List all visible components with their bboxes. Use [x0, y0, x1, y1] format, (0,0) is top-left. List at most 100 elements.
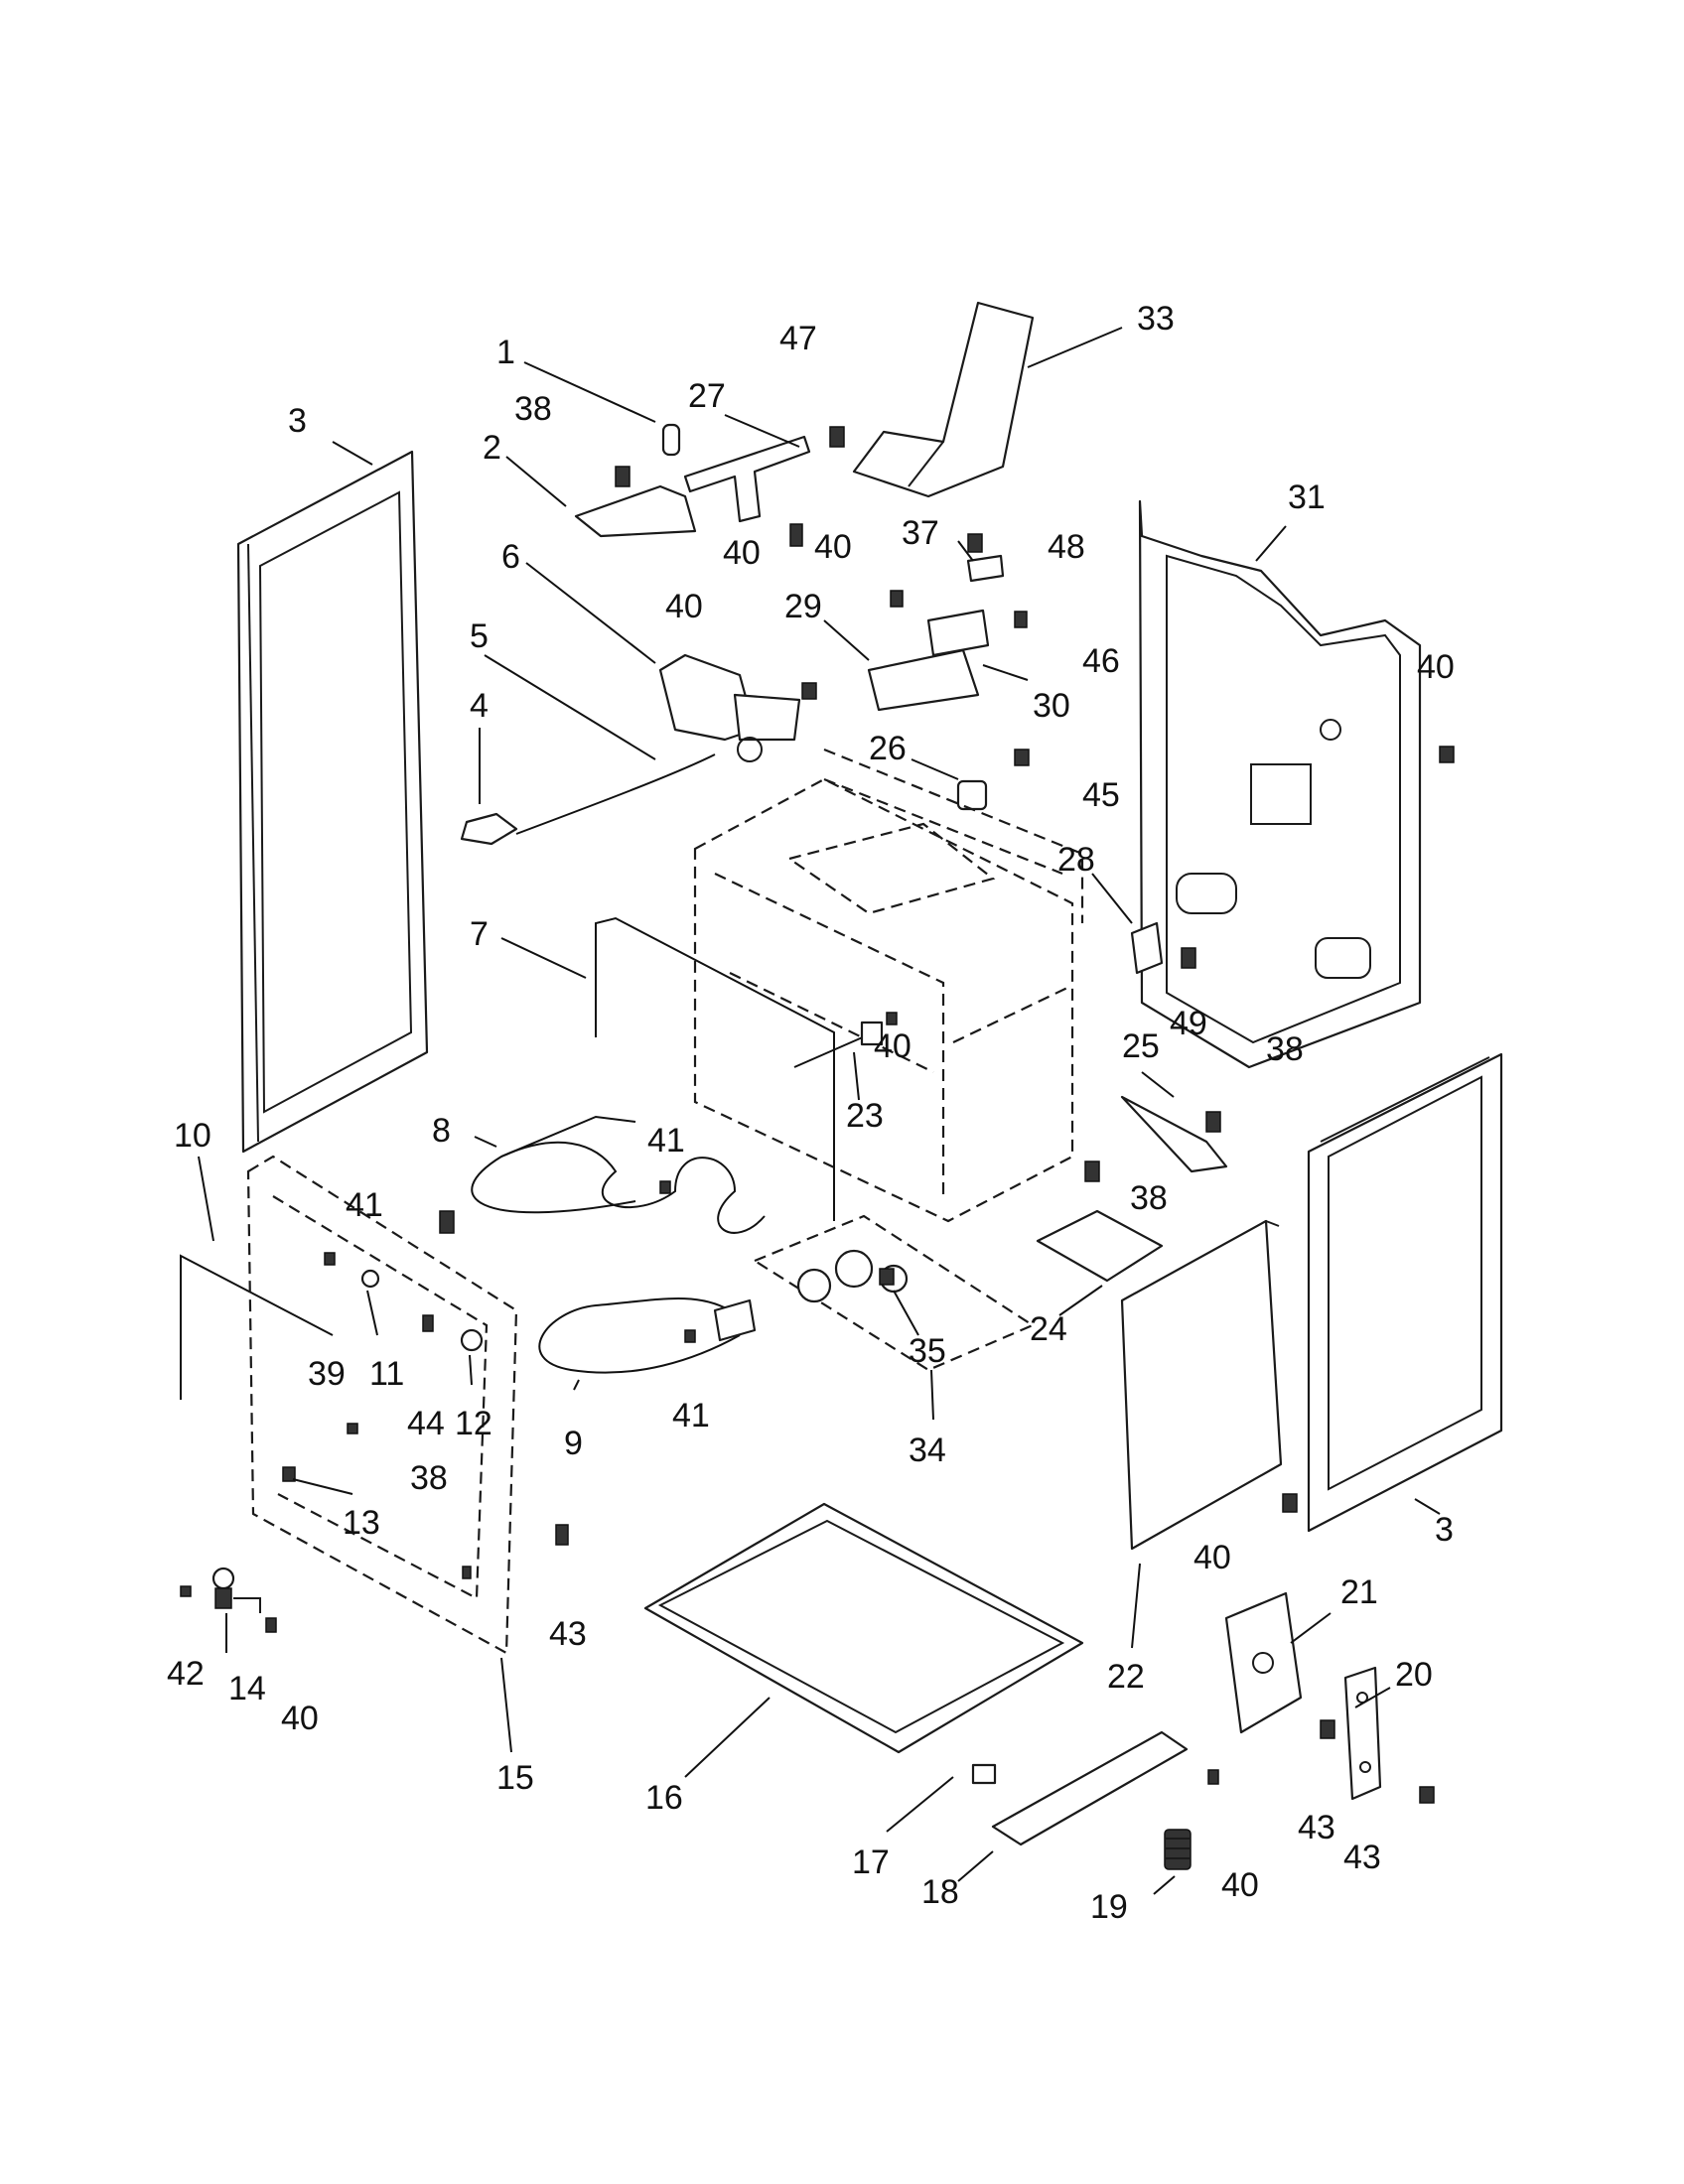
callout-17: 17 — [852, 1843, 890, 1881]
callout-43-c: 43 — [1343, 1839, 1381, 1876]
clip-4 — [460, 812, 518, 846]
callout-13: 13 — [343, 1504, 380, 1542]
callout-3-left: 3 — [288, 402, 307, 440]
plate-24 — [1036, 1209, 1164, 1283]
bracket-21 — [1224, 1591, 1303, 1734]
callout-38-mid: 38 — [1130, 1179, 1168, 1217]
callout-4: 4 — [470, 687, 489, 725]
bracket-26 — [956, 779, 988, 811]
oven-cavity — [693, 748, 1084, 1223]
callout-44: 44 — [407, 1405, 445, 1442]
callout-30: 30 — [1033, 687, 1070, 725]
thermostat — [658, 653, 801, 762]
callout-42: 42 — [167, 1655, 205, 1693]
callout-25: 25 — [1122, 1027, 1160, 1065]
callout-40-e: 40 — [874, 1027, 912, 1065]
clip-37 — [966, 554, 1005, 583]
clip-28 — [1130, 921, 1164, 975]
callout-21: 21 — [1340, 1573, 1378, 1611]
callout-38-top: 38 — [514, 390, 552, 428]
callout-24: 24 — [1030, 1310, 1067, 1348]
callout-5: 5 — [470, 617, 489, 655]
door-seal-wire — [180, 1254, 334, 1400]
drawer-rail — [991, 1730, 1189, 1846]
callout-40-c: 40 — [665, 588, 703, 625]
leader-lines — [198, 327, 1441, 1895]
pin-1 — [661, 423, 681, 457]
callout-40-d: 40 — [1417, 648, 1455, 686]
callout-15: 15 — [496, 1759, 534, 1797]
callout-38-right: 38 — [1266, 1030, 1304, 1068]
right-side-panel — [1307, 1052, 1503, 1533]
rear-panel — [1138, 499, 1422, 1069]
callout-43-a: 43 — [549, 1615, 587, 1653]
callout-31: 31 — [1288, 478, 1326, 516]
broil-element-frame — [595, 916, 835, 1221]
callout-41-a: 41 — [647, 1122, 685, 1160]
callout-45: 45 — [1082, 776, 1120, 814]
left-side-panel — [236, 450, 429, 1154]
bake-element — [471, 1115, 766, 1234]
bracket-29 — [867, 648, 980, 712]
callout-49: 49 — [1170, 1005, 1207, 1042]
screw-set — [180, 426, 1455, 1804]
callout-12: 12 — [455, 1405, 492, 1442]
drawer-pan — [643, 1502, 1084, 1754]
callout-2: 2 — [483, 429, 501, 467]
clip-17 — [971, 1763, 997, 1785]
callout-41-c: 41 — [672, 1397, 710, 1434]
callout-23: 23 — [846, 1097, 884, 1135]
callout-18: 18 — [921, 1873, 959, 1911]
callout-29: 29 — [784, 588, 822, 625]
terminal-block-30 — [926, 609, 990, 657]
callout-11: 11 — [369, 1355, 404, 1393]
callout-39: 39 — [308, 1355, 346, 1393]
callout-20: 20 — [1395, 1656, 1433, 1694]
callout-34: 34 — [909, 1432, 946, 1469]
bracket-27 — [683, 435, 811, 523]
callout-10: 10 — [174, 1117, 211, 1155]
callout-43-b: 43 — [1298, 1809, 1335, 1846]
callout-6: 6 — [501, 538, 520, 576]
callout-16: 16 — [645, 1779, 683, 1817]
callout-27: 27 — [688, 377, 726, 415]
callout-3-right: 3 — [1435, 1511, 1454, 1549]
control-knob-group — [752, 1214, 1036, 1372]
callout-1: 1 — [496, 334, 515, 371]
callout-9: 9 — [564, 1425, 583, 1462]
callout-46: 46 — [1082, 642, 1120, 680]
callout-40-g: 40 — [281, 1700, 319, 1737]
callout-40-f: 40 — [1193, 1539, 1231, 1576]
bracket-25 — [1120, 1095, 1228, 1173]
callout-40-h: 40 — [1221, 1866, 1259, 1904]
bracket-2 — [574, 484, 697, 538]
callout-48: 48 — [1048, 528, 1085, 566]
lower-element — [538, 1297, 757, 1374]
vent-trim — [852, 301, 1035, 498]
hinge-assembly — [211, 1567, 261, 1613]
callout-7: 7 — [470, 915, 489, 953]
callout-33: 33 — [1137, 300, 1175, 338]
callout-40-b: 40 — [814, 528, 852, 566]
front-frame — [246, 1155, 518, 1655]
oven-sensor — [793, 1021, 884, 1068]
callout-37: 37 — [902, 514, 939, 552]
callout-labels: 1 2 3 3 4 5 6 7 8 9 10 11 12 13 14 15 16… — [167, 300, 1455, 1926]
callout-47: 47 — [779, 320, 817, 357]
callout-40-a: 40 — [723, 534, 761, 572]
front-lower-panel — [1120, 1219, 1283, 1551]
callout-22: 22 — [1107, 1658, 1145, 1696]
callout-14: 14 — [228, 1670, 266, 1707]
callout-19: 19 — [1090, 1888, 1128, 1926]
leveling-leg — [1164, 1829, 1192, 1870]
callout-28: 28 — [1057, 841, 1095, 879]
callout-38-door: 38 — [410, 1459, 448, 1497]
callout-35: 35 — [909, 1332, 946, 1370]
anti-tip-plate — [1343, 1666, 1382, 1801]
capillary-tube — [515, 753, 716, 835]
callout-26: 26 — [869, 730, 907, 767]
callout-41-b: 41 — [346, 1186, 383, 1224]
callout-8: 8 — [432, 1112, 451, 1150]
